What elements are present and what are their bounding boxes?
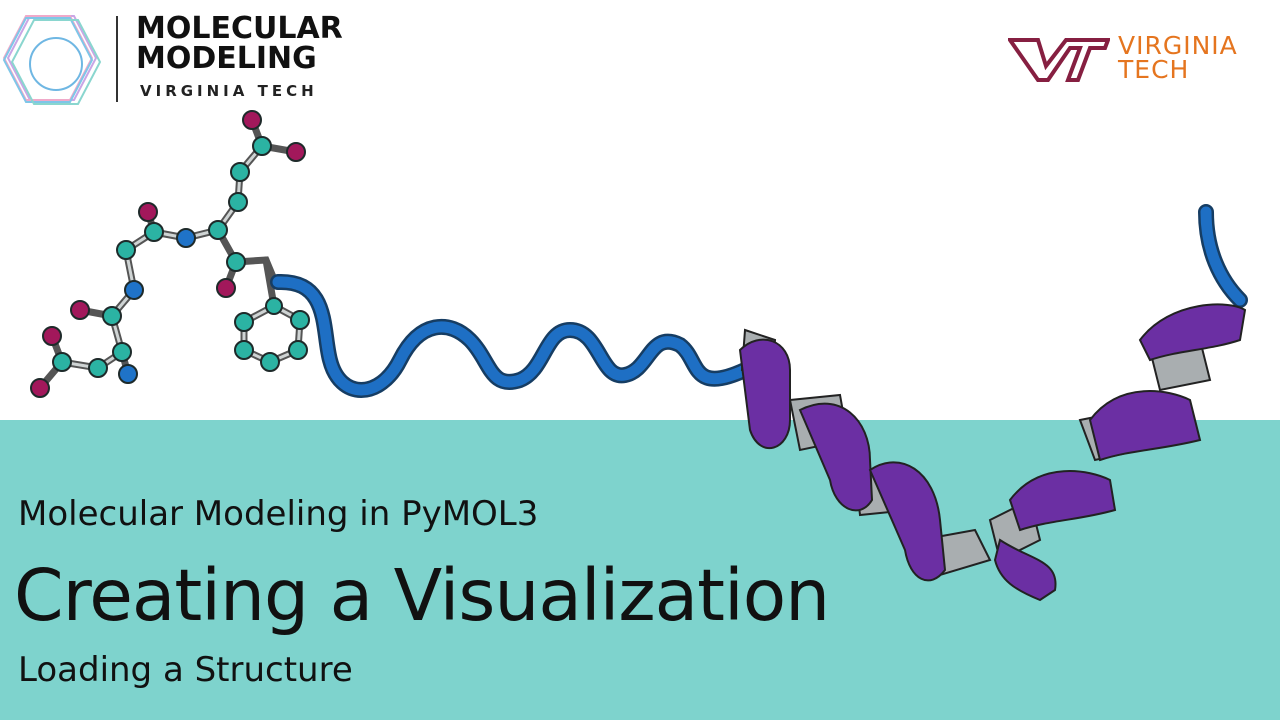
- helix-back: [740, 328, 1212, 577]
- vt-logo-mark: VT: [1008, 38, 1110, 82]
- logo-divider: [116, 16, 118, 102]
- slide-title: Creating a Visualization: [14, 554, 830, 637]
- vt-logo-text: VIRGINIA TECH: [1118, 31, 1238, 84]
- slide-section: Loading a Structure: [18, 650, 353, 690]
- slide-subtitle: Molecular Modeling in PyMOL3: [18, 494, 539, 534]
- hexagon-benzene-icon: [2, 15, 102, 105]
- vt-logo-line1: VIRGINIA: [1118, 31, 1238, 60]
- logo-title-line2: MODELING: [136, 41, 317, 76]
- teal-background-band: [0, 420, 1280, 720]
- carbon-atoms: [52, 136, 310, 378]
- nitrogen-atoms: [118, 228, 196, 384]
- vt-logo-line2: TECH: [1118, 55, 1190, 84]
- logo-title-line1: MOLECULAR: [136, 11, 343, 46]
- logo-title: MOLECULAR MODELING: [136, 14, 343, 74]
- protein-coil: [270, 273, 753, 398]
- molecule-bonds: [36, 116, 304, 392]
- helix-front: [738, 303, 1247, 602]
- oxygen-atoms: [30, 110, 306, 398]
- logo-subtitle: VIRGINIA TECH: [140, 82, 318, 100]
